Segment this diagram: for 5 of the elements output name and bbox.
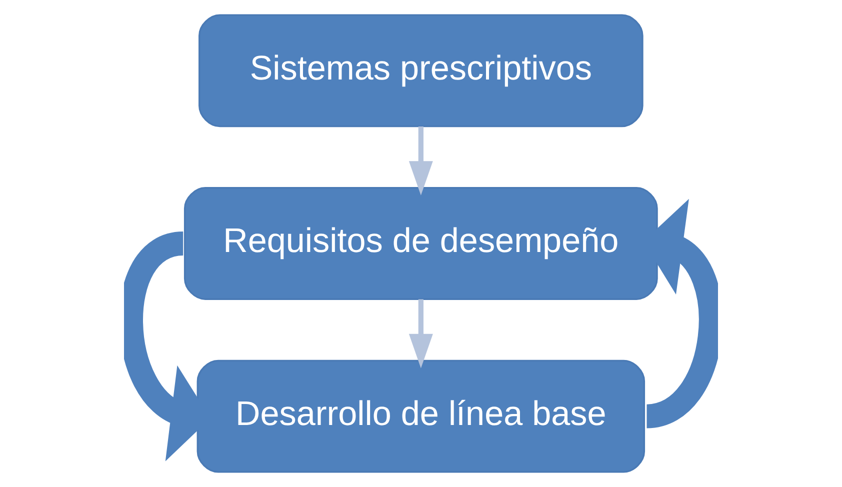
arrow (408, 126, 433, 196)
node-box: Requisitos de desempeño (184, 187, 658, 300)
node-box: Desarrollo de línea base (196, 360, 646, 473)
arrow (408, 299, 433, 368)
node-box: Sistemas prescriptivos (198, 14, 644, 128)
